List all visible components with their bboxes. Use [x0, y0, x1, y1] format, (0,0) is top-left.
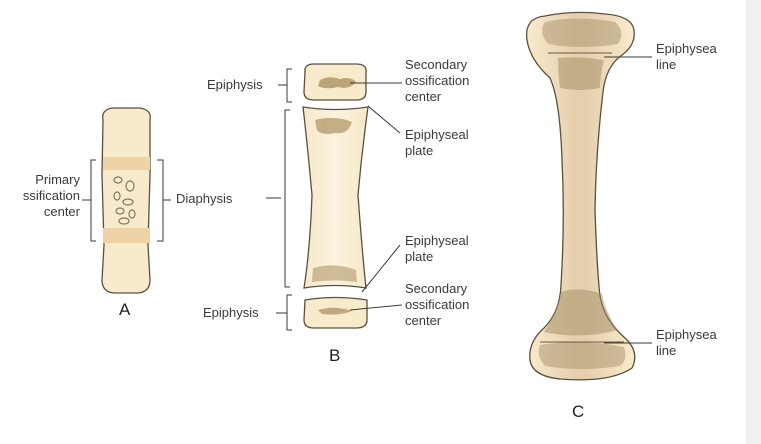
bone-b-lower-epiphysis — [303, 296, 368, 329]
label-epiphyseal-plate-top: Epiphyseal plate — [405, 127, 469, 158]
bone-a-outline — [101, 107, 151, 294]
leaders-c — [604, 56, 652, 344]
label-diaphysis: Diaphysis — [176, 191, 233, 206]
bracket-diaphysis-b — [284, 109, 290, 288]
label-epiphysis-top: Epiphysis — [207, 77, 263, 92]
bracket-diaphysis-a — [157, 159, 171, 242]
bracket-epiphysis-top — [278, 68, 292, 103]
bone-a-primary-ossification — [113, 176, 136, 225]
bracket-epiphysis-bottom — [276, 294, 292, 331]
label-epiphyseal-line-top: Epiphysea line — [656, 41, 717, 72]
label-secondary-ossification-center-bottom: Secondary ossification center — [405, 281, 470, 328]
bone-c — [525, 11, 636, 381]
bone-b-upper-epiphysis — [303, 63, 367, 101]
bone-a — [101, 107, 151, 294]
label-epiphyseal-line-bottom: Epiphysea line — [656, 327, 717, 358]
bone-a-upper-cartilage — [103, 157, 150, 170]
page-scrollbar[interactable] — [746, 0, 761, 444]
leaders-b — [349, 82, 403, 311]
bone-a-lower-cartilage — [103, 228, 150, 243]
label-epiphysis-bottom: Epiphysis — [203, 305, 259, 320]
bone-b-diaphysis — [302, 106, 369, 289]
label-panel-c: C — [572, 402, 585, 421]
label-primary-ossification-center: Primary ssification center — [22, 172, 80, 219]
label-secondary-ossification-center-top: Secondary ossification center — [405, 57, 470, 104]
label-panel-b: B — [329, 346, 341, 365]
label-panel-a: A — [119, 300, 131, 319]
bracket-a-left — [82, 159, 96, 242]
label-epiphyseal-plate-bottom: Epiphyseal plate — [405, 233, 469, 264]
